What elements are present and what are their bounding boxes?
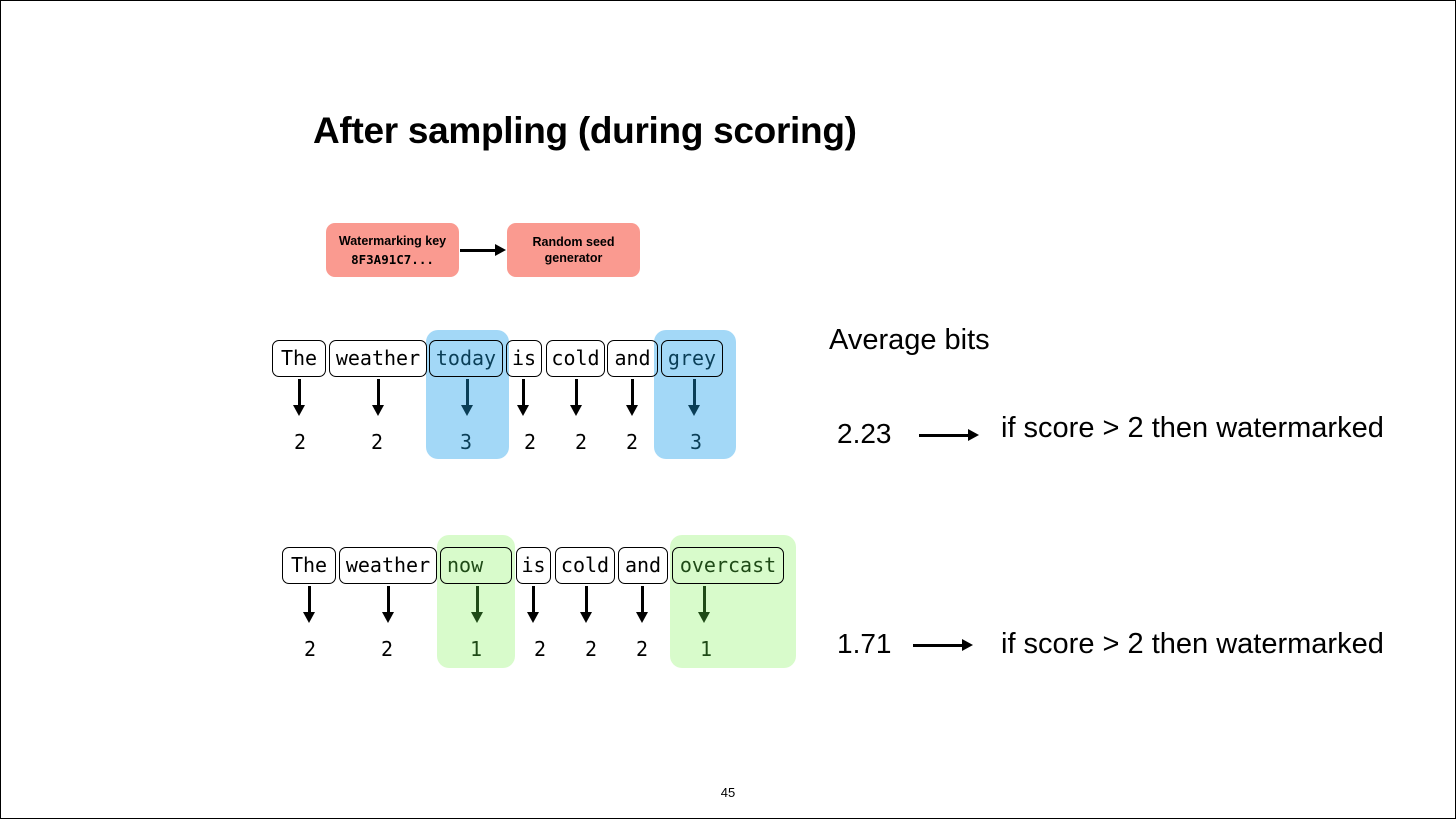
verdict-row1: if score > 2 then watermarked <box>1001 412 1384 444</box>
score-value: 2 <box>370 430 384 454</box>
token-cold: cold <box>546 340 605 377</box>
score-value: 1 <box>699 637 713 661</box>
score-value: 2 <box>380 637 394 661</box>
result-arrow-row2 <box>913 639 973 650</box>
watermarking-key-label: Watermarking key <box>338 234 447 248</box>
token-weather: weather <box>339 547 437 584</box>
token-and: and <box>618 547 668 584</box>
page-number: 45 <box>720 785 736 800</box>
score-value: 2 <box>293 430 307 454</box>
score-value: 2 <box>625 430 639 454</box>
random-seed-generator-box: Random seed generator <box>507 223 640 277</box>
arrow-down-icon <box>626 379 637 416</box>
arrow-down-icon <box>688 379 699 416</box>
key-to-seed-arrow <box>460 244 506 255</box>
score-value: 2 <box>584 637 598 661</box>
arrow-down-icon <box>461 379 472 416</box>
arrow-down-icon <box>570 379 581 416</box>
token-overcast: overcast <box>672 547 784 584</box>
token-is: is <box>506 340 542 377</box>
score-value: 2 <box>523 430 537 454</box>
score-value: 3 <box>689 430 703 454</box>
token-today: today <box>429 340 503 377</box>
score-value: 3 <box>459 430 473 454</box>
token-cold: cold <box>555 547 615 584</box>
average-bits-label: Average bits <box>829 324 990 356</box>
arrow-down-icon <box>293 379 304 416</box>
random-seed-generator-label: Random seed generator <box>532 235 615 265</box>
token-the: The <box>272 340 326 377</box>
token-grey: grey <box>661 340 723 377</box>
arrow-down-icon <box>636 586 647 623</box>
highlight-overcast <box>670 535 796 668</box>
watermarking-key-value: 8F3A91C7... <box>351 252 434 267</box>
result-arrow-row1 <box>919 429 979 440</box>
arrow-down-icon <box>372 379 383 416</box>
token-the: The <box>282 547 336 584</box>
score-value: 2 <box>635 637 649 661</box>
token-weather: weather <box>329 340 427 377</box>
average-score-row2: 1.71 <box>837 628 892 659</box>
average-score-row1: 2.23 <box>837 418 892 449</box>
token-now: now <box>440 547 512 584</box>
score-value: 1 <box>469 637 483 661</box>
verdict-row2: if score > 2 then watermarked <box>1001 628 1384 660</box>
token-is: is <box>516 547 551 584</box>
watermarking-key-box: Watermarking key 8F3A91C7... <box>326 223 459 277</box>
arrow-down-icon <box>303 586 314 623</box>
arrow-down-icon <box>471 586 482 623</box>
arrow-down-icon <box>517 379 528 416</box>
arrow-down-icon <box>527 586 538 623</box>
arrow-down-icon <box>580 586 591 623</box>
score-value: 2 <box>303 637 317 661</box>
score-value: 2 <box>533 637 547 661</box>
arrow-down-icon <box>382 586 393 623</box>
slide-title: After sampling (during scoring) <box>313 110 857 151</box>
token-and: and <box>607 340 658 377</box>
arrow-down-icon <box>698 586 709 623</box>
score-value: 2 <box>574 430 588 454</box>
